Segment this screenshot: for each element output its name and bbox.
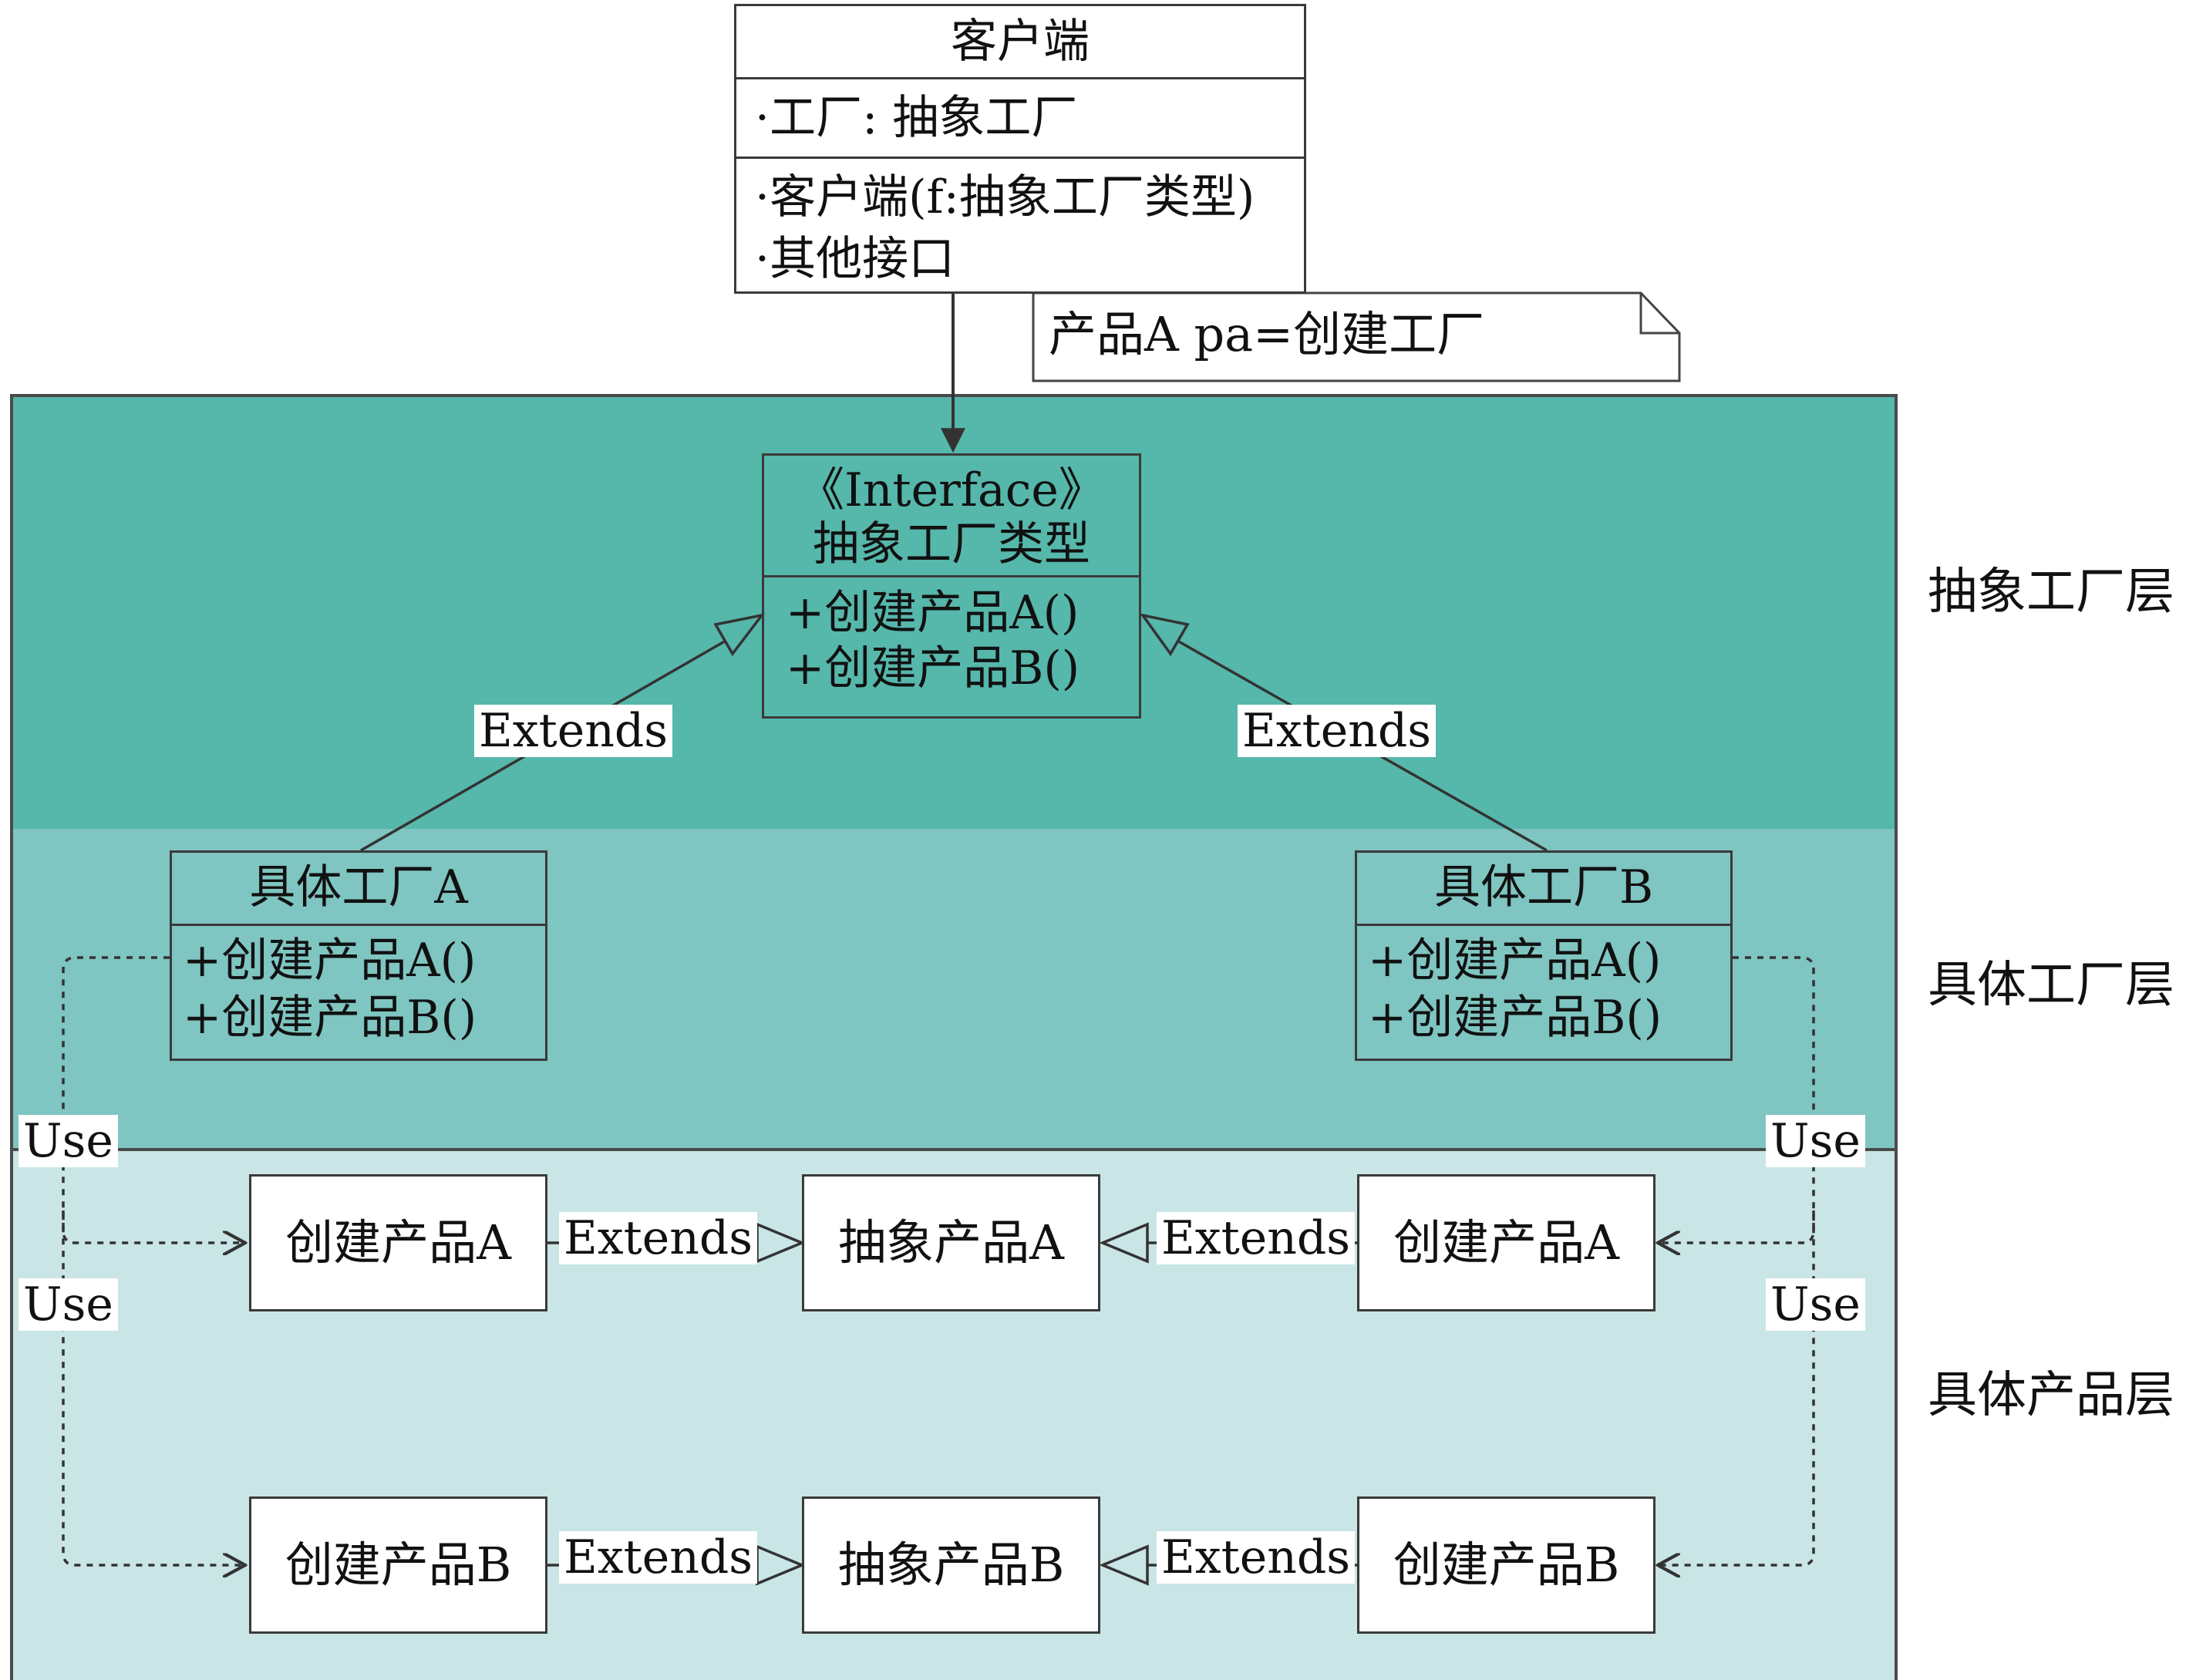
factory-a-operation: +创建产品A() bbox=[183, 934, 477, 988]
interface-operation: +创建产品A() bbox=[786, 586, 1080, 640]
use-label-right-upper: Use bbox=[1766, 1115, 1865, 1167]
interface-name: 抽象工厂类型 bbox=[813, 517, 1090, 571]
use-label-left-upper: Use bbox=[19, 1115, 118, 1167]
use-line-left-inner bbox=[62, 1210, 245, 1243]
layer-label-abstract-factory: 抽象工厂层 bbox=[1928, 564, 2174, 621]
concrete-factory-b-title: 具体工厂B bbox=[1433, 860, 1654, 914]
concrete-factory-a-operations: +创建产品A() +创建产品B() bbox=[172, 924, 545, 1046]
abstract-product-b-box: 抽象产品B bbox=[802, 1497, 1100, 1634]
product-b-left-box: 创建产品B bbox=[249, 1497, 547, 1634]
factory-b-operation: +创建产品B() bbox=[1368, 991, 1662, 1045]
note-text: 产品A pa=创建工厂 bbox=[1049, 306, 1485, 362]
abstract-factory-layer-band bbox=[10, 394, 1898, 832]
note-fold bbox=[1639, 293, 1679, 335]
interface-stereotype: 《Interface》 bbox=[798, 463, 1105, 517]
product-a-left-box: 创建产品A bbox=[249, 1174, 547, 1311]
concrete-factory-a-box: 具体工厂A +创建产品A() +创建产品B() bbox=[170, 850, 547, 1061]
client-operation: ·客户端(f:抽象工厂类型) bbox=[755, 170, 1255, 224]
client-operation: ·其他接口 bbox=[755, 232, 955, 286]
concrete-factory-b-operations: +创建产品A() +创建产品B() bbox=[1357, 924, 1730, 1046]
extends-label-product-a-right: Extends bbox=[1157, 1212, 1356, 1264]
client-class-box: 客户端 ·工厂: 抽象工厂 ·客户端(f:抽象工厂类型) ·其他接口 bbox=[734, 4, 1306, 294]
interface-class-header: 《Interface》 抽象工厂类型 bbox=[764, 456, 1139, 575]
use-line-right-inner bbox=[1658, 1210, 1815, 1243]
abstract-product-a-box: 抽象产品A bbox=[802, 1174, 1100, 1311]
interface-class-box: 《Interface》 抽象工厂类型 +创建产品A() +创建产品B() bbox=[762, 453, 1141, 719]
concrete-factory-a-title: 具体工厂A bbox=[249, 860, 468, 914]
factory-b-operation: +创建产品A() bbox=[1368, 934, 1662, 988]
product-a-right-box: 创建产品A bbox=[1357, 1174, 1655, 1311]
extends-arrowhead-product-b-right bbox=[1099, 1544, 1149, 1586]
concrete-factory-b-box: 具体工厂B +创建产品A() +创建产品B() bbox=[1355, 850, 1733, 1061]
extends-arrowhead-product-a-left bbox=[756, 1222, 806, 1264]
factory-a-operation: +创建产品B() bbox=[183, 991, 477, 1045]
product-b-right-box: 创建产品B bbox=[1357, 1497, 1655, 1634]
extends-label-factory-b: Extends bbox=[1238, 705, 1437, 757]
use-label-left-lower: Use bbox=[19, 1278, 118, 1331]
note-shape bbox=[1032, 291, 1681, 382]
concrete-factory-layer-band bbox=[10, 829, 1898, 1151]
extends-label-product-b-left: Extends bbox=[559, 1531, 758, 1584]
client-class-attribute: ·工厂: 抽象工厂 bbox=[736, 77, 1304, 157]
extends-arrowhead-product-a-right bbox=[1099, 1222, 1149, 1264]
extends-arrowhead-factory-b bbox=[1139, 613, 1190, 657]
layer-label-concrete-product: 具体产品层 bbox=[1928, 1367, 2174, 1424]
client-class-operations: ·客户端(f:抽象工厂类型) ·其他接口 bbox=[736, 157, 1304, 290]
extends-arrowhead-product-b-left bbox=[756, 1544, 806, 1586]
layer-label-concrete-factory: 具体工厂层 bbox=[1928, 957, 2174, 1014]
extends-label-product-b-right: Extends bbox=[1157, 1531, 1356, 1584]
interface-operations: +创建产品A() +创建产品B() bbox=[764, 575, 1139, 696]
use-line-left-outer bbox=[62, 956, 245, 1565]
extends-arrowhead-factory-a bbox=[713, 613, 766, 657]
use-label-right-lower: Use bbox=[1766, 1278, 1865, 1331]
interface-operation: +创建产品B() bbox=[786, 641, 1080, 695]
extends-label-factory-a: Extends bbox=[474, 705, 673, 757]
client-class-title: 客户端 bbox=[951, 15, 1090, 69]
extends-label-product-a-left: Extends bbox=[559, 1212, 758, 1264]
